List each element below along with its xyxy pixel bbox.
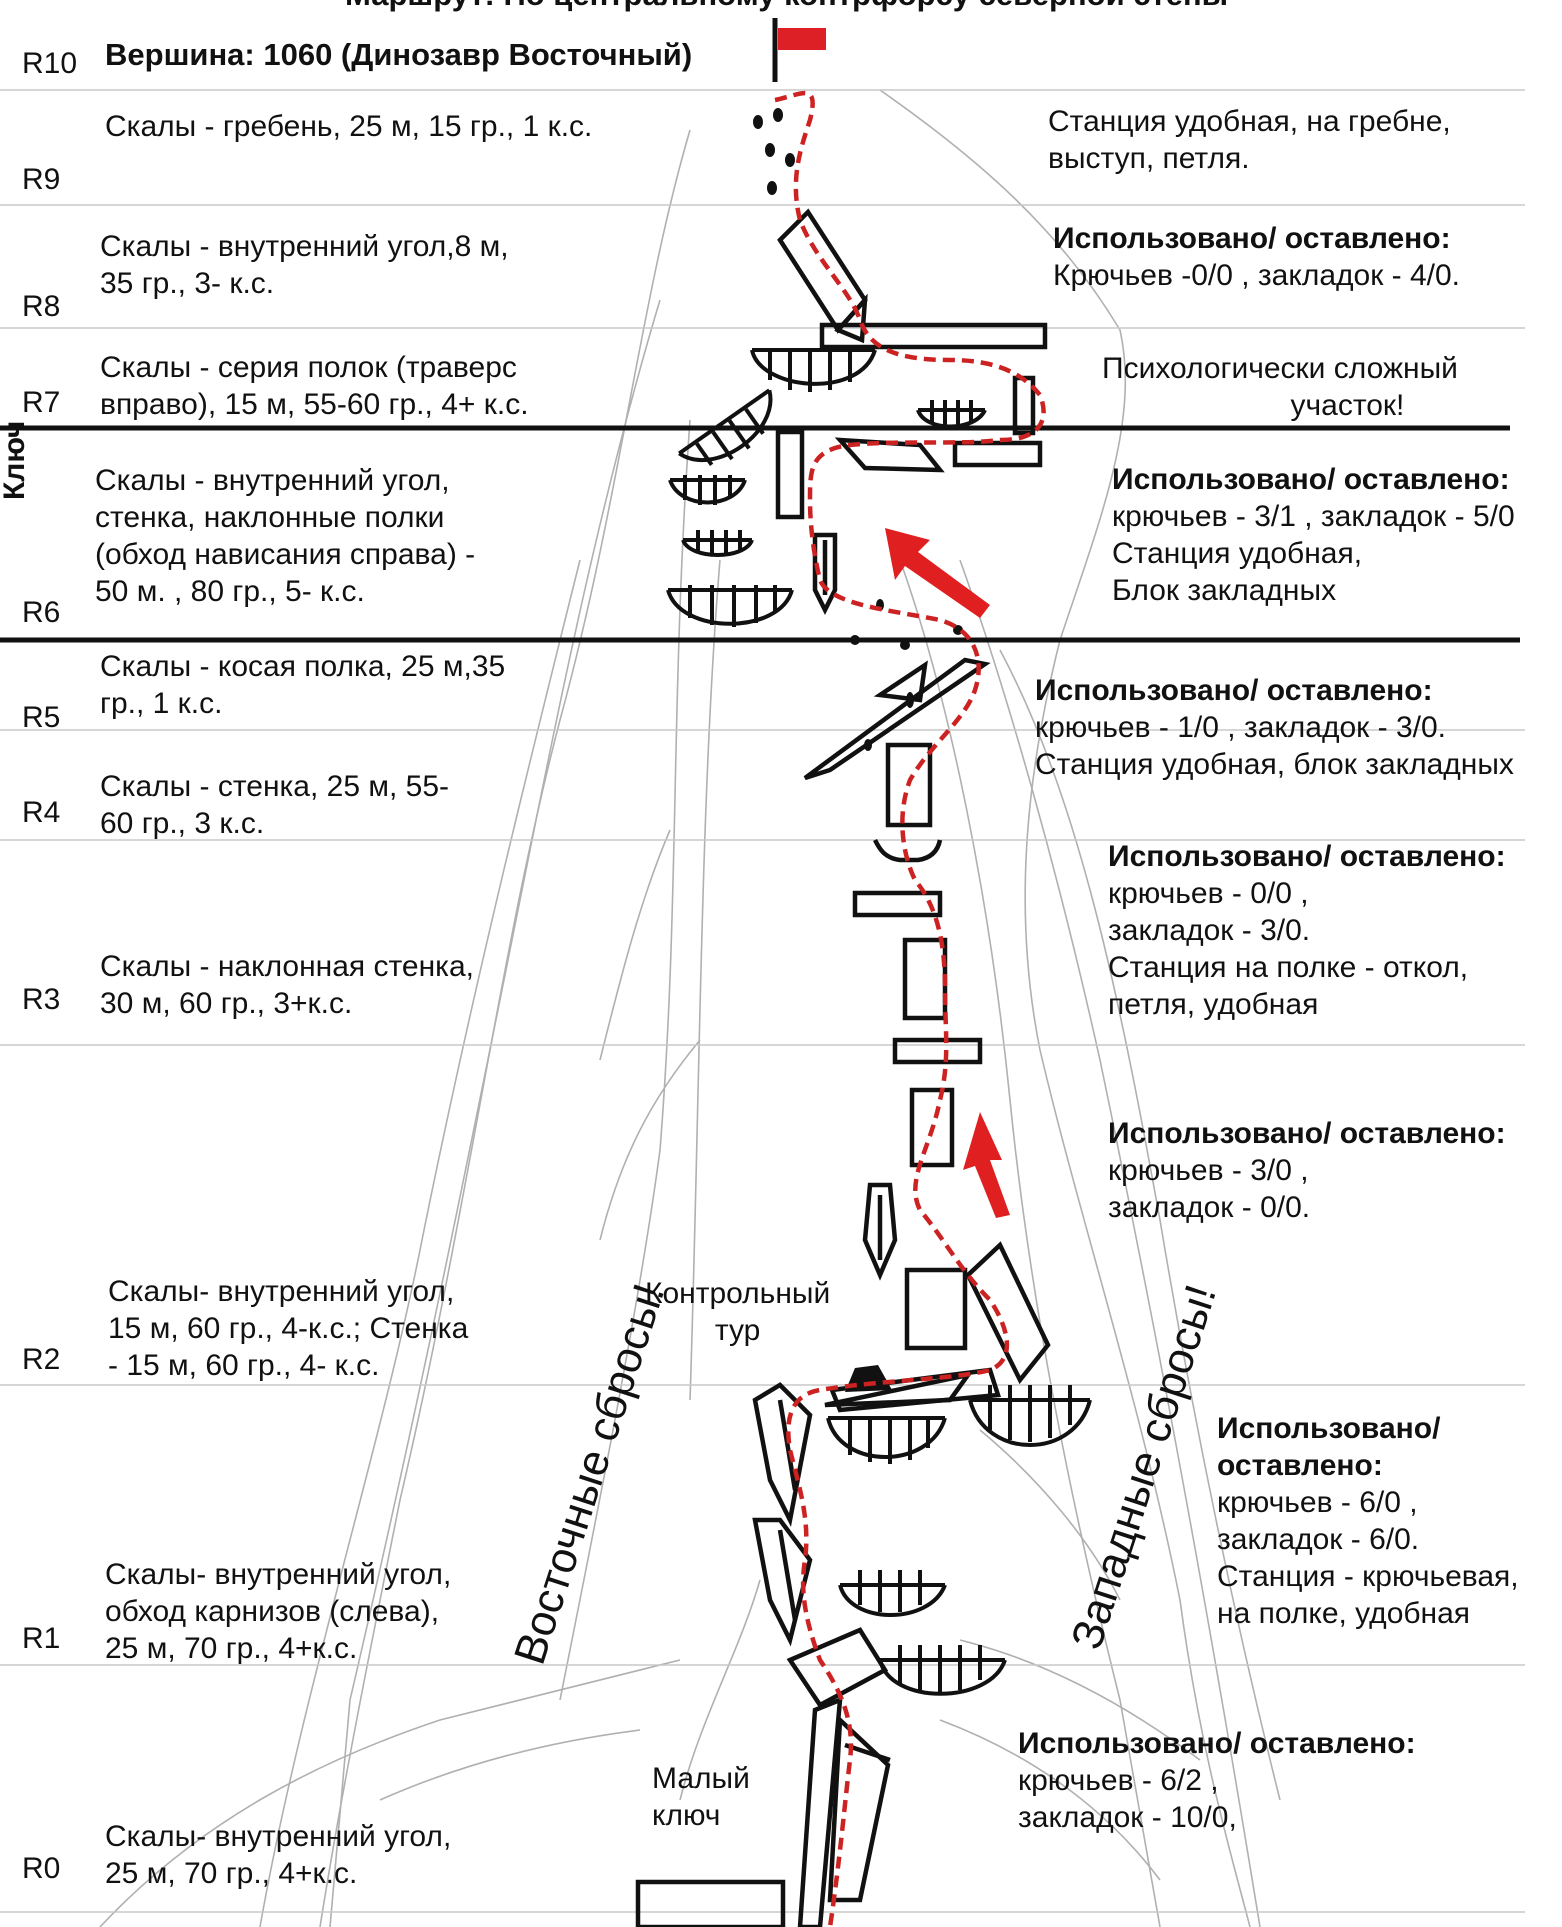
left-note-r6: Скалы - внутренний угол,стенка, наклонны… bbox=[95, 464, 476, 608]
row-label-r6: R6 bbox=[22, 596, 61, 629]
key-section-label: Ключ bbox=[0, 420, 31, 500]
right-note-r5: Использовано/ оставлено:крючьев - 1/0 , … bbox=[1035, 674, 1514, 781]
direction-arrow-upper-icon bbox=[885, 528, 990, 618]
right-note-r9: Станция удобная, на гребне,выступ, петля… bbox=[1048, 105, 1451, 175]
left-note-r8: Скалы - внутренний угол,8 м,35 гр., 3- к… bbox=[100, 230, 509, 300]
row-label-r8: R8 bbox=[22, 290, 61, 323]
rock-features bbox=[635, 208, 1051, 1927]
row-label-r0: R0 bbox=[22, 1852, 61, 1885]
right-note-r4: Использовано/ оставлено:крючьев - 0/0 , … bbox=[1108, 840, 1506, 1021]
left-note-r1: Скалы- внутренний угол,обход карнизов (с… bbox=[105, 1558, 452, 1665]
row-label-r5: R5 bbox=[22, 701, 61, 734]
left-note-r3: Скалы - наклонная стенка,30 м, 60 гр., 3… bbox=[100, 950, 474, 1020]
left-note-r0: Скалы- внутренний угол,25 м, 70 гр., 4+к… bbox=[105, 1820, 452, 1890]
row-label-r9: R9 bbox=[22, 163, 61, 196]
small-key-label: Малый ключ bbox=[652, 1762, 750, 1832]
summit-title: Вершина: 1060 (Динозавр Восточный) bbox=[105, 37, 693, 72]
direction-arrow-lower-icon bbox=[963, 1112, 1010, 1218]
row-label-r1: R1 bbox=[22, 1622, 61, 1655]
right-note-r8: Использовано/ оставлено:Крючьев -0/0 , з… bbox=[1053, 222, 1461, 292]
right-note-r1: Использовано/ оставлено:крючьев - 6/2 , … bbox=[1018, 1727, 1416, 1834]
row-label-r2: R2 bbox=[22, 1343, 61, 1376]
row-label-r10: R10 bbox=[22, 47, 78, 80]
right-note-r2: Использовано/оставлено: крючьев - 6/0 ,з… bbox=[1217, 1412, 1519, 1630]
summit-flag-icon bbox=[772, 18, 826, 82]
row-label-r7: R7 bbox=[22, 386, 61, 419]
route-header-cut: Маршрут: По центральному контрфорсу севе… bbox=[345, 0, 1228, 13]
row-label-r3: R3 bbox=[22, 983, 61, 1016]
right-note-r3: Использовано/ оставлено:крючьев - 3/0 , … bbox=[1108, 1117, 1506, 1224]
row-label-r4: R4 bbox=[22, 796, 61, 829]
overhang-symbols bbox=[666, 348, 1092, 1696]
control-tur-label: Контрольный тур bbox=[645, 1277, 831, 1347]
left-note-r9: Скалы - гребень, 25 м, 15 гр., 1 к.с. bbox=[105, 110, 593, 143]
rock-contours bbox=[99, 89, 1281, 1927]
right-note-r7: Психологически сложный участок! bbox=[1102, 352, 1458, 422]
route-line bbox=[774, 90, 1046, 1927]
left-note-r4: Скалы - стенка, 25 м, 55-60 гр., 3 к.с. bbox=[100, 770, 450, 840]
left-note-r2: Скалы- внутренний угол,15 м, 60 гр., 4-к… bbox=[108, 1275, 469, 1382]
row-separators bbox=[0, 89, 1525, 1913]
key-boundaries bbox=[0, 425, 1520, 643]
control-cairn-icon bbox=[845, 1365, 892, 1392]
right-note-r6: Использовано/ оставлено:крючьев - 3/1 , … bbox=[1112, 463, 1515, 607]
